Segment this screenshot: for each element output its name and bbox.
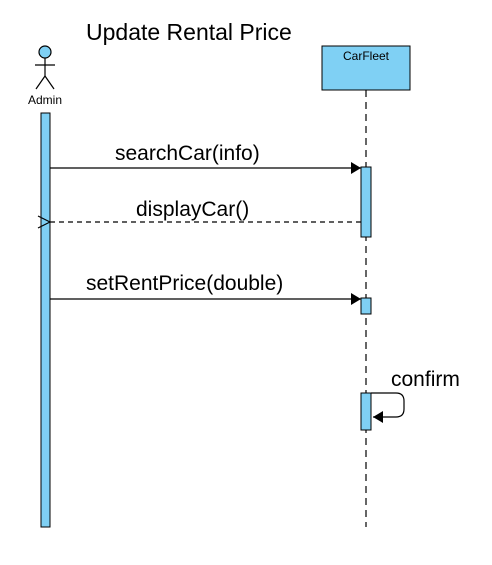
message-confirm-self-arrow <box>371 392 405 423</box>
carfleet-activation-setprice <box>360 297 372 315</box>
message-display-label: displayCar() <box>136 198 249 221</box>
message-confirm-label: confirm <box>391 368 460 391</box>
admin-activation-bar <box>40 112 51 528</box>
actor-label: Admin <box>28 93 62 107</box>
object-label: CarFleet <box>343 49 390 63</box>
message-setprice-label: setRentPrice(double) <box>86 272 283 295</box>
carfleet-object-box <box>321 45 411 91</box>
message-search-label: searchCar(info) <box>115 142 260 165</box>
diagram-title: Update Rental Price <box>86 19 292 45</box>
carfleet-activation-confirm <box>360 392 372 431</box>
admin-actor-icon <box>35 45 55 90</box>
carfleet-activation-search <box>360 166 372 238</box>
